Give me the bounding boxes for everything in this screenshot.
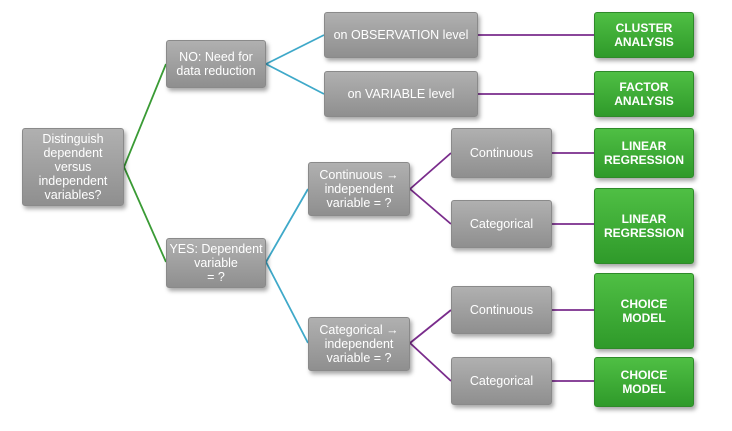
node-continuous-1: Continuous [451,128,552,178]
connector-yes-cat-indep [265,261,309,344]
node-continuous-1-label: Continuous [469,146,534,160]
node-categorical-1-label: Categorical [469,217,534,231]
node-root: Distinguish dependent versus independent… [22,128,124,206]
result-factor-analysis: FACTOR ANALYSIS [594,71,694,117]
node-observation: on OBSERVATION level [324,12,478,58]
node-variable: on VARIABLE level [324,71,478,117]
connector-yes-cont-indep [265,188,309,263]
connector-catindep-cat [409,342,452,382]
node-continuous-2: Continuous [451,286,552,334]
result-linear-regression-2: LINEAR REGRESSION [594,188,694,264]
result-linear-regression-1: LINEAR REGRESSION [594,128,694,178]
node-cont-indep-label: Continuous → independent variable = ? [319,168,399,210]
node-root-label: Distinguish dependent versus independent… [38,132,108,202]
connector-contindep-cat [409,188,452,225]
connector-no-observation [265,34,325,65]
result-linear-regression-2-label: LINEAR REGRESSION [603,212,684,240]
connector-contindep-cont [409,152,452,190]
result-choice-model-2-label: CHOICE MODEL [620,368,668,396]
node-categorical-2: Categorical [451,357,552,405]
node-yes-label: YES: Dependent variable = ? [169,242,263,284]
connector-no-variable [265,63,325,95]
node-cat-indep: Categorical → independent variable = ? [308,317,410,371]
result-choice-model-2: CHOICE MODEL [594,357,694,407]
node-no: NO: Need for data reduction [166,40,266,88]
result-linear-regression-1-label: LINEAR REGRESSION [603,139,684,167]
connector-root-no [123,63,167,168]
node-cat-indep-label: Categorical → independent variable = ? [319,323,399,365]
node-variable-label: on VARIABLE level [347,87,455,101]
node-categorical-2-label: Categorical [469,374,534,388]
connector-root-yes [123,166,167,263]
result-choice-model-1: CHOICE MODEL [594,273,694,349]
node-no-label: NO: Need for data reduction [176,50,256,78]
connector-catindep-cont [409,309,452,344]
result-cluster-analysis-label: CLUSTER ANALYSIS [614,21,674,49]
node-yes: YES: Dependent variable = ? [166,238,266,288]
result-cluster-analysis: CLUSTER ANALYSIS [594,12,694,58]
node-categorical-1: Categorical [451,200,552,248]
node-observation-label: on OBSERVATION level [333,28,469,42]
result-choice-model-1-label: CHOICE MODEL [620,297,668,325]
node-continuous-2-label: Continuous [469,303,534,317]
result-factor-analysis-label: FACTOR ANALYSIS [614,80,674,108]
node-cont-indep: Continuous → independent variable = ? [308,162,410,216]
